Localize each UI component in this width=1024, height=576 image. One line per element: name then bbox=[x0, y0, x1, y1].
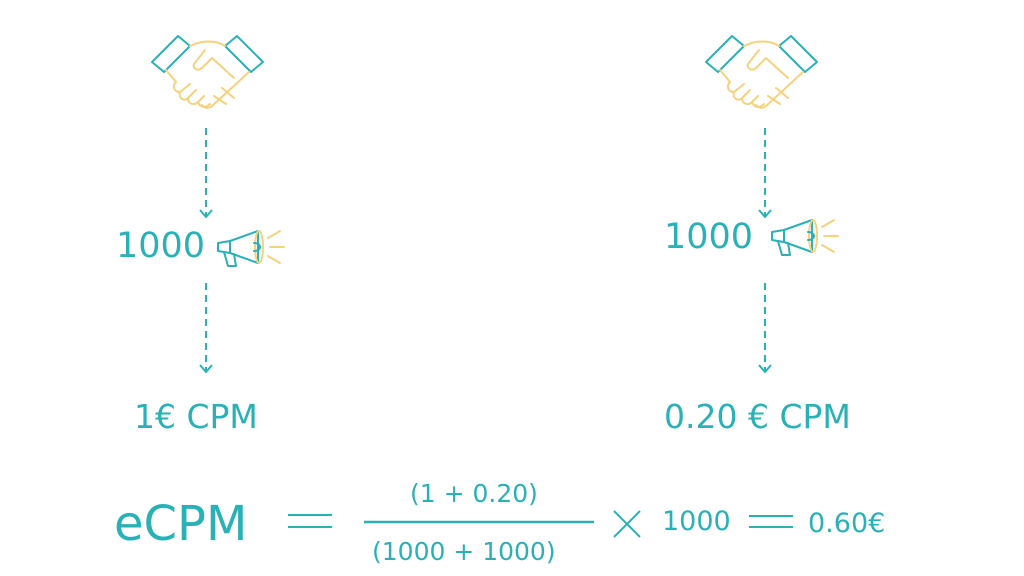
multiply-sign bbox=[613, 510, 641, 538]
megaphone-icon bbox=[217, 230, 285, 267]
fraction-bar bbox=[364, 520, 594, 524]
ecpm-label: eCPM bbox=[114, 496, 248, 552]
equals-sign bbox=[288, 514, 332, 528]
formula-denominator: (1000 + 1000) bbox=[372, 537, 556, 566]
dashed-arrow-down bbox=[758, 128, 772, 219]
formula-multiplier: 1000 bbox=[662, 506, 731, 537]
handshake-icon bbox=[151, 35, 264, 109]
formula-numerator: (1 + 0.20) bbox=[410, 479, 538, 508]
left-cpm: 1€ CPM bbox=[134, 397, 258, 436]
right-cpm: 0.20 € CPM bbox=[664, 397, 851, 436]
formula-result: 0.60€ bbox=[808, 508, 886, 539]
handshake-icon bbox=[705, 35, 818, 109]
equals-sign bbox=[749, 515, 793, 528]
megaphone-icon bbox=[771, 219, 839, 256]
right-impressions: 1000 bbox=[664, 217, 754, 257]
left-impressions: 1000 bbox=[116, 226, 206, 266]
dashed-arrow-down bbox=[199, 128, 213, 219]
dashed-arrow-down bbox=[199, 283, 213, 374]
dashed-arrow-down bbox=[758, 283, 772, 374]
